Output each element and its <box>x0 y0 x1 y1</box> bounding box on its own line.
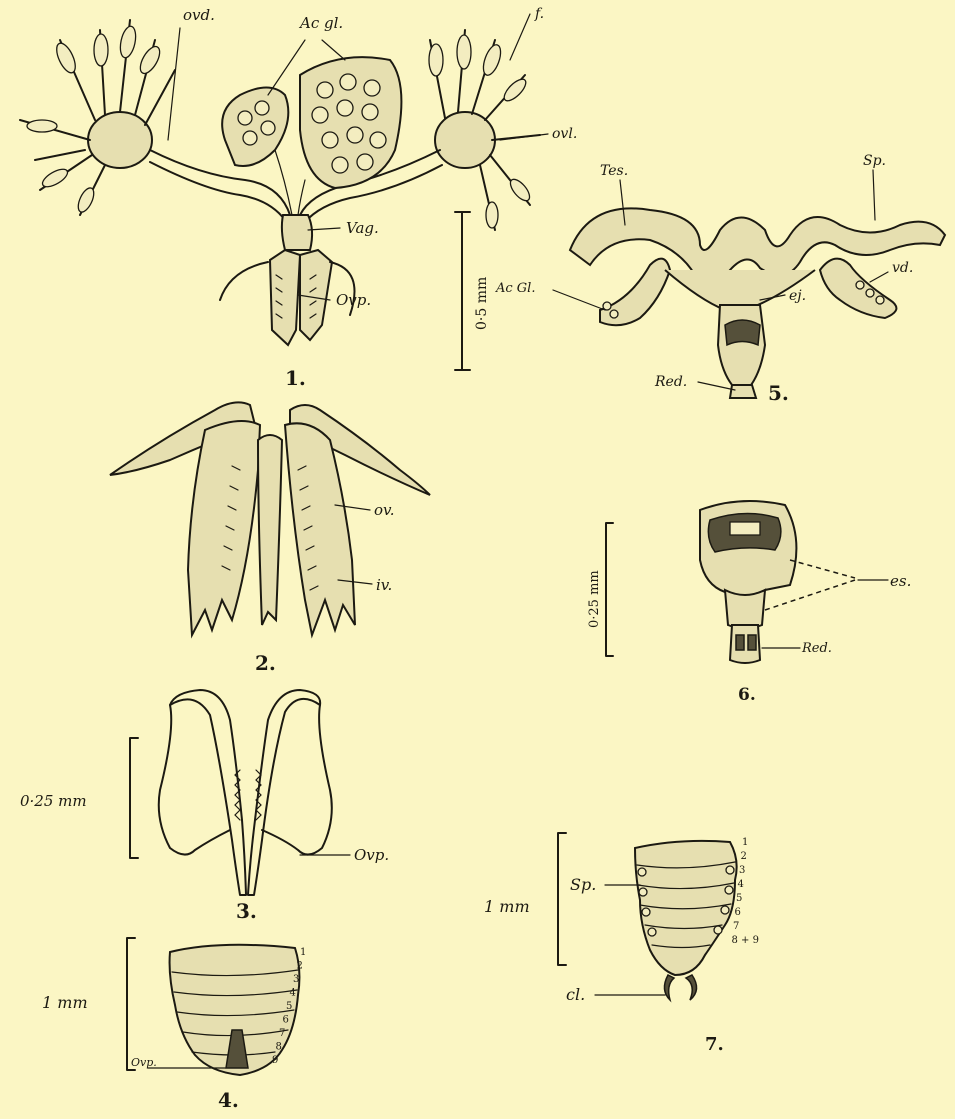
ovipositor-fig1 <box>220 250 355 345</box>
left-oviduct-inner <box>150 162 285 220</box>
figure-7-male-abdomen: 1 mm Sp. cl. 1 2 3 4 5 6 7 8 + 9 7. <box>484 833 759 1055</box>
segment-number: 6 <box>283 1015 289 1026</box>
label-iv: iv. <box>376 576 392 594</box>
leader-sp-fig5 <box>873 170 875 220</box>
leader-ovd <box>168 28 180 140</box>
label-sp-fig7: Sp. <box>570 875 596 894</box>
figure-number-2: 2. <box>255 651 276 675</box>
label-ovp-fig4: Ovp. <box>131 1056 157 1069</box>
label-tes: Tes. <box>600 163 628 179</box>
segment-number: 8 + 9 <box>732 935 759 946</box>
label-red-fig6: Red. <box>801 641 832 656</box>
label-ovd: ovd. <box>183 6 215 24</box>
scale-bar-fig6 <box>606 523 613 656</box>
segment-number: 9 <box>272 1055 278 1066</box>
segment-number: 3 <box>293 974 299 985</box>
left-ovary <box>20 20 175 215</box>
label-vag: Vag. <box>346 219 379 237</box>
label-cl: cl. <box>566 985 585 1004</box>
label-ovp-fig3: Ovp. <box>354 846 389 864</box>
segment-number: 4 <box>738 879 744 890</box>
figure-number-4: 4. <box>218 1088 239 1112</box>
accessory-glands <box>222 57 401 215</box>
figure-4-female-abdomen: 1 mm Ovp. 1 2 3 4 5 6 7 8 9 4. <box>42 938 306 1112</box>
scale-label-fig3: 0·25 mm <box>20 792 87 810</box>
ejaculatory-bulb <box>725 320 760 345</box>
segment-number: 5 <box>736 893 742 904</box>
leader-vd <box>870 272 888 282</box>
segment-number: 1 <box>300 947 306 958</box>
figure-number-7: 7. <box>705 1034 724 1055</box>
figure-number-1: 1. <box>285 366 306 390</box>
right-ovary <box>429 30 540 230</box>
rectum-fig5 <box>730 385 756 398</box>
label-es: es. <box>890 572 911 590</box>
figure-number-6: 6. <box>738 685 756 705</box>
label-sp-fig5: Sp. <box>863 153 886 169</box>
segment-number: 1 <box>742 837 748 848</box>
leader-ovl <box>500 134 548 140</box>
label-ej: ej. <box>789 288 806 304</box>
scale-bar-fig4 <box>127 938 135 1070</box>
figure-3-ovipositor-outline: 0·25 mm Ovp. 3. <box>20 690 389 923</box>
vagina <box>282 215 312 250</box>
leader-acgl-fig5 <box>553 290 605 310</box>
segment-number: 2 <box>741 851 747 862</box>
label-acgl-fig1: Ac gl. <box>298 14 343 32</box>
label-red-fig5: Red. <box>654 374 687 390</box>
figure-6-male-genitalia: 0·25 mm es. Red. 6. <box>587 501 911 705</box>
segment-number: 3 <box>739 865 745 876</box>
ejaculatory-duct <box>718 305 765 395</box>
scale-label-fig6: 0·25 mm <box>587 570 602 628</box>
figure-number-5: 5. <box>768 381 789 405</box>
segment-number: 5 <box>286 1001 292 1012</box>
figure-1-female-reproductive-system: ovd. Ac gl. f. ovl. Vag. Ovp. 1. <box>20 6 577 390</box>
label-vd: vd. <box>892 260 913 276</box>
label-ov: ov. <box>374 501 395 519</box>
segment-number: 4 <box>290 988 296 999</box>
segment-number: 2 <box>297 961 303 972</box>
segment-number: 6 <box>735 907 741 918</box>
label-f: f. <box>534 6 544 22</box>
scale-bar-fig7 <box>558 833 566 965</box>
figure-5-male-reproductive-system: Tes. Sp. Ac Gl. vd. ej. Red. 5. <box>495 153 945 405</box>
segment-number: 8 <box>276 1042 282 1053</box>
scale-bar-fig1-5: 0·5 mm <box>455 212 490 370</box>
leader-f <box>510 14 530 60</box>
scale-label-fig4: 1 mm <box>42 993 88 1012</box>
segment-number: 7 <box>733 921 739 932</box>
label-ovp-fig1: Ovp. <box>336 291 371 309</box>
label-ovl: ovl. <box>552 126 577 142</box>
segment-number: 7 <box>279 1028 285 1039</box>
leader-red-fig5 <box>698 382 735 390</box>
label-acgl-fig5: Ac Gl. <box>495 281 535 296</box>
scale-label-fig7: 1 mm <box>484 897 530 916</box>
scale-label-fig1-5: 0·5 mm <box>474 277 490 330</box>
figure-2-ovipositor: ov. iv. 2. <box>110 402 430 675</box>
figure-number-3: 3. <box>236 899 257 923</box>
scale-bar-fig3 <box>130 738 138 858</box>
